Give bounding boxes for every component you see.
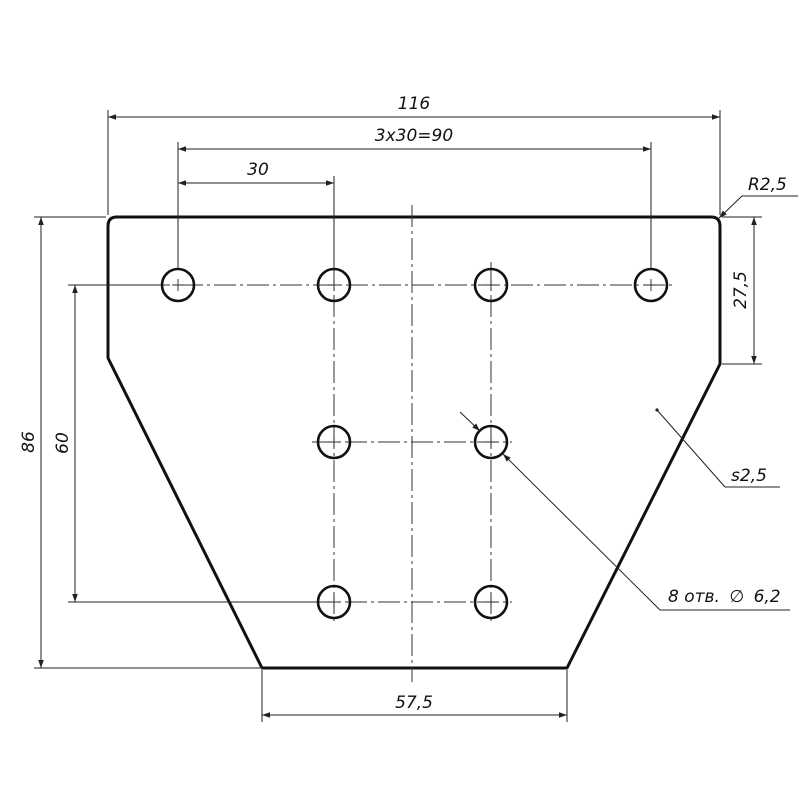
dimension-hole-rows: 60 bbox=[53, 284, 316, 603]
dimension-overall-height: 86 bbox=[19, 216, 260, 669]
hole bbox=[160, 267, 196, 303]
hole-diameter-text: 6,2 bbox=[754, 587, 781, 607]
mounting-holes bbox=[160, 267, 669, 620]
dimension-hole-spacing: 30 bbox=[178, 160, 335, 268]
dimension-hole-pattern: 3x30=90 bbox=[177, 126, 652, 268]
hole bbox=[316, 424, 352, 460]
dimension-holes-note-label: 8 отв. ∅ 6,2 bbox=[668, 587, 781, 607]
dimension-bottom-width: 57,5 bbox=[261, 670, 568, 722]
diameter-symbol-icon: ∅ bbox=[729, 587, 744, 607]
dimension-overall-height-label: 86 bbox=[19, 431, 39, 453]
dimension-hole-spacing-label: 30 bbox=[247, 160, 269, 180]
dimension-side-height: 27,5 bbox=[722, 216, 762, 365]
hole bbox=[473, 584, 509, 620]
holes-count-text: 8 отв. bbox=[668, 587, 720, 607]
hole bbox=[473, 267, 509, 303]
plate-outline bbox=[106, 215, 722, 670]
hole bbox=[633, 267, 669, 303]
hole bbox=[316, 584, 352, 620]
dimension-hole-pattern-label: 3x30=90 bbox=[375, 126, 453, 146]
hole bbox=[316, 267, 352, 303]
dimension-overall-width: 116 bbox=[107, 94, 721, 215]
dimension-hole-rows-label: 60 bbox=[53, 432, 73, 454]
dimension-corner-radius: R2,5 bbox=[718, 175, 798, 219]
hole bbox=[473, 424, 509, 460]
dimension-side-height-label: 27,5 bbox=[731, 271, 751, 309]
dimension-corner-radius-label: R2,5 bbox=[748, 175, 787, 195]
dimension-thickness: s2,5 bbox=[655, 408, 780, 488]
dimension-thickness-label: s2,5 bbox=[731, 466, 767, 486]
dimension-holes-note: 8 отв. ∅ 6,2 bbox=[459, 411, 790, 611]
dimension-overall-width-label: 116 bbox=[398, 94, 431, 114]
dimension-bottom-width-label: 57,5 bbox=[395, 693, 433, 713]
